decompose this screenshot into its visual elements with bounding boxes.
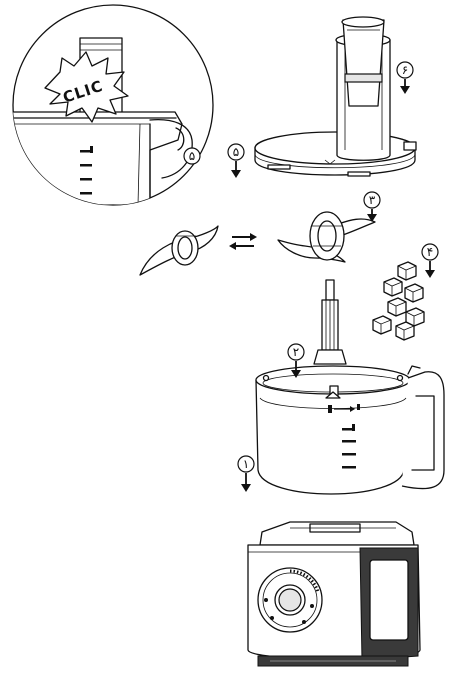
food-cube (373, 316, 391, 334)
arrow-down-icon (241, 473, 251, 492)
step-3-marker: ۳ (364, 192, 380, 222)
arrow-down-icon (425, 261, 435, 278)
step-3-label: ۳ (369, 193, 376, 207)
food-cube (388, 298, 406, 316)
step-5a-marker: ۵ (184, 148, 200, 164)
step-5b-marker: ۵ (228, 144, 244, 178)
step-2-label: ۲ (293, 345, 299, 359)
step-5a-label: ۵ (189, 149, 195, 163)
chopping-blade-right (278, 212, 375, 262)
arrow-down-icon (400, 79, 410, 94)
food-cube (384, 278, 402, 296)
step-1-marker: ۱ (238, 456, 254, 492)
step-5b-label: ۵ (233, 145, 239, 159)
speed-dial (258, 568, 322, 632)
step-6-label: ۶ (402, 63, 408, 77)
click-detail-callout: CLIC (5, 5, 213, 205)
food-cube (396, 322, 414, 340)
motor-base (248, 522, 420, 666)
step-1-label: ۱ (243, 457, 249, 471)
lid-with-feed-tube (255, 17, 416, 176)
spindle (314, 280, 346, 364)
food-cubes (373, 262, 424, 340)
step-4-label: ۴ (427, 245, 433, 259)
arrow-down-icon (231, 161, 241, 178)
step-4-marker: ۴ (422, 244, 438, 278)
chopping-blade-left (140, 226, 218, 275)
step-6-marker: ۶ (397, 62, 413, 94)
food-cube (398, 262, 416, 280)
food-cube (405, 284, 423, 302)
swap-arrows-icon (229, 233, 257, 250)
